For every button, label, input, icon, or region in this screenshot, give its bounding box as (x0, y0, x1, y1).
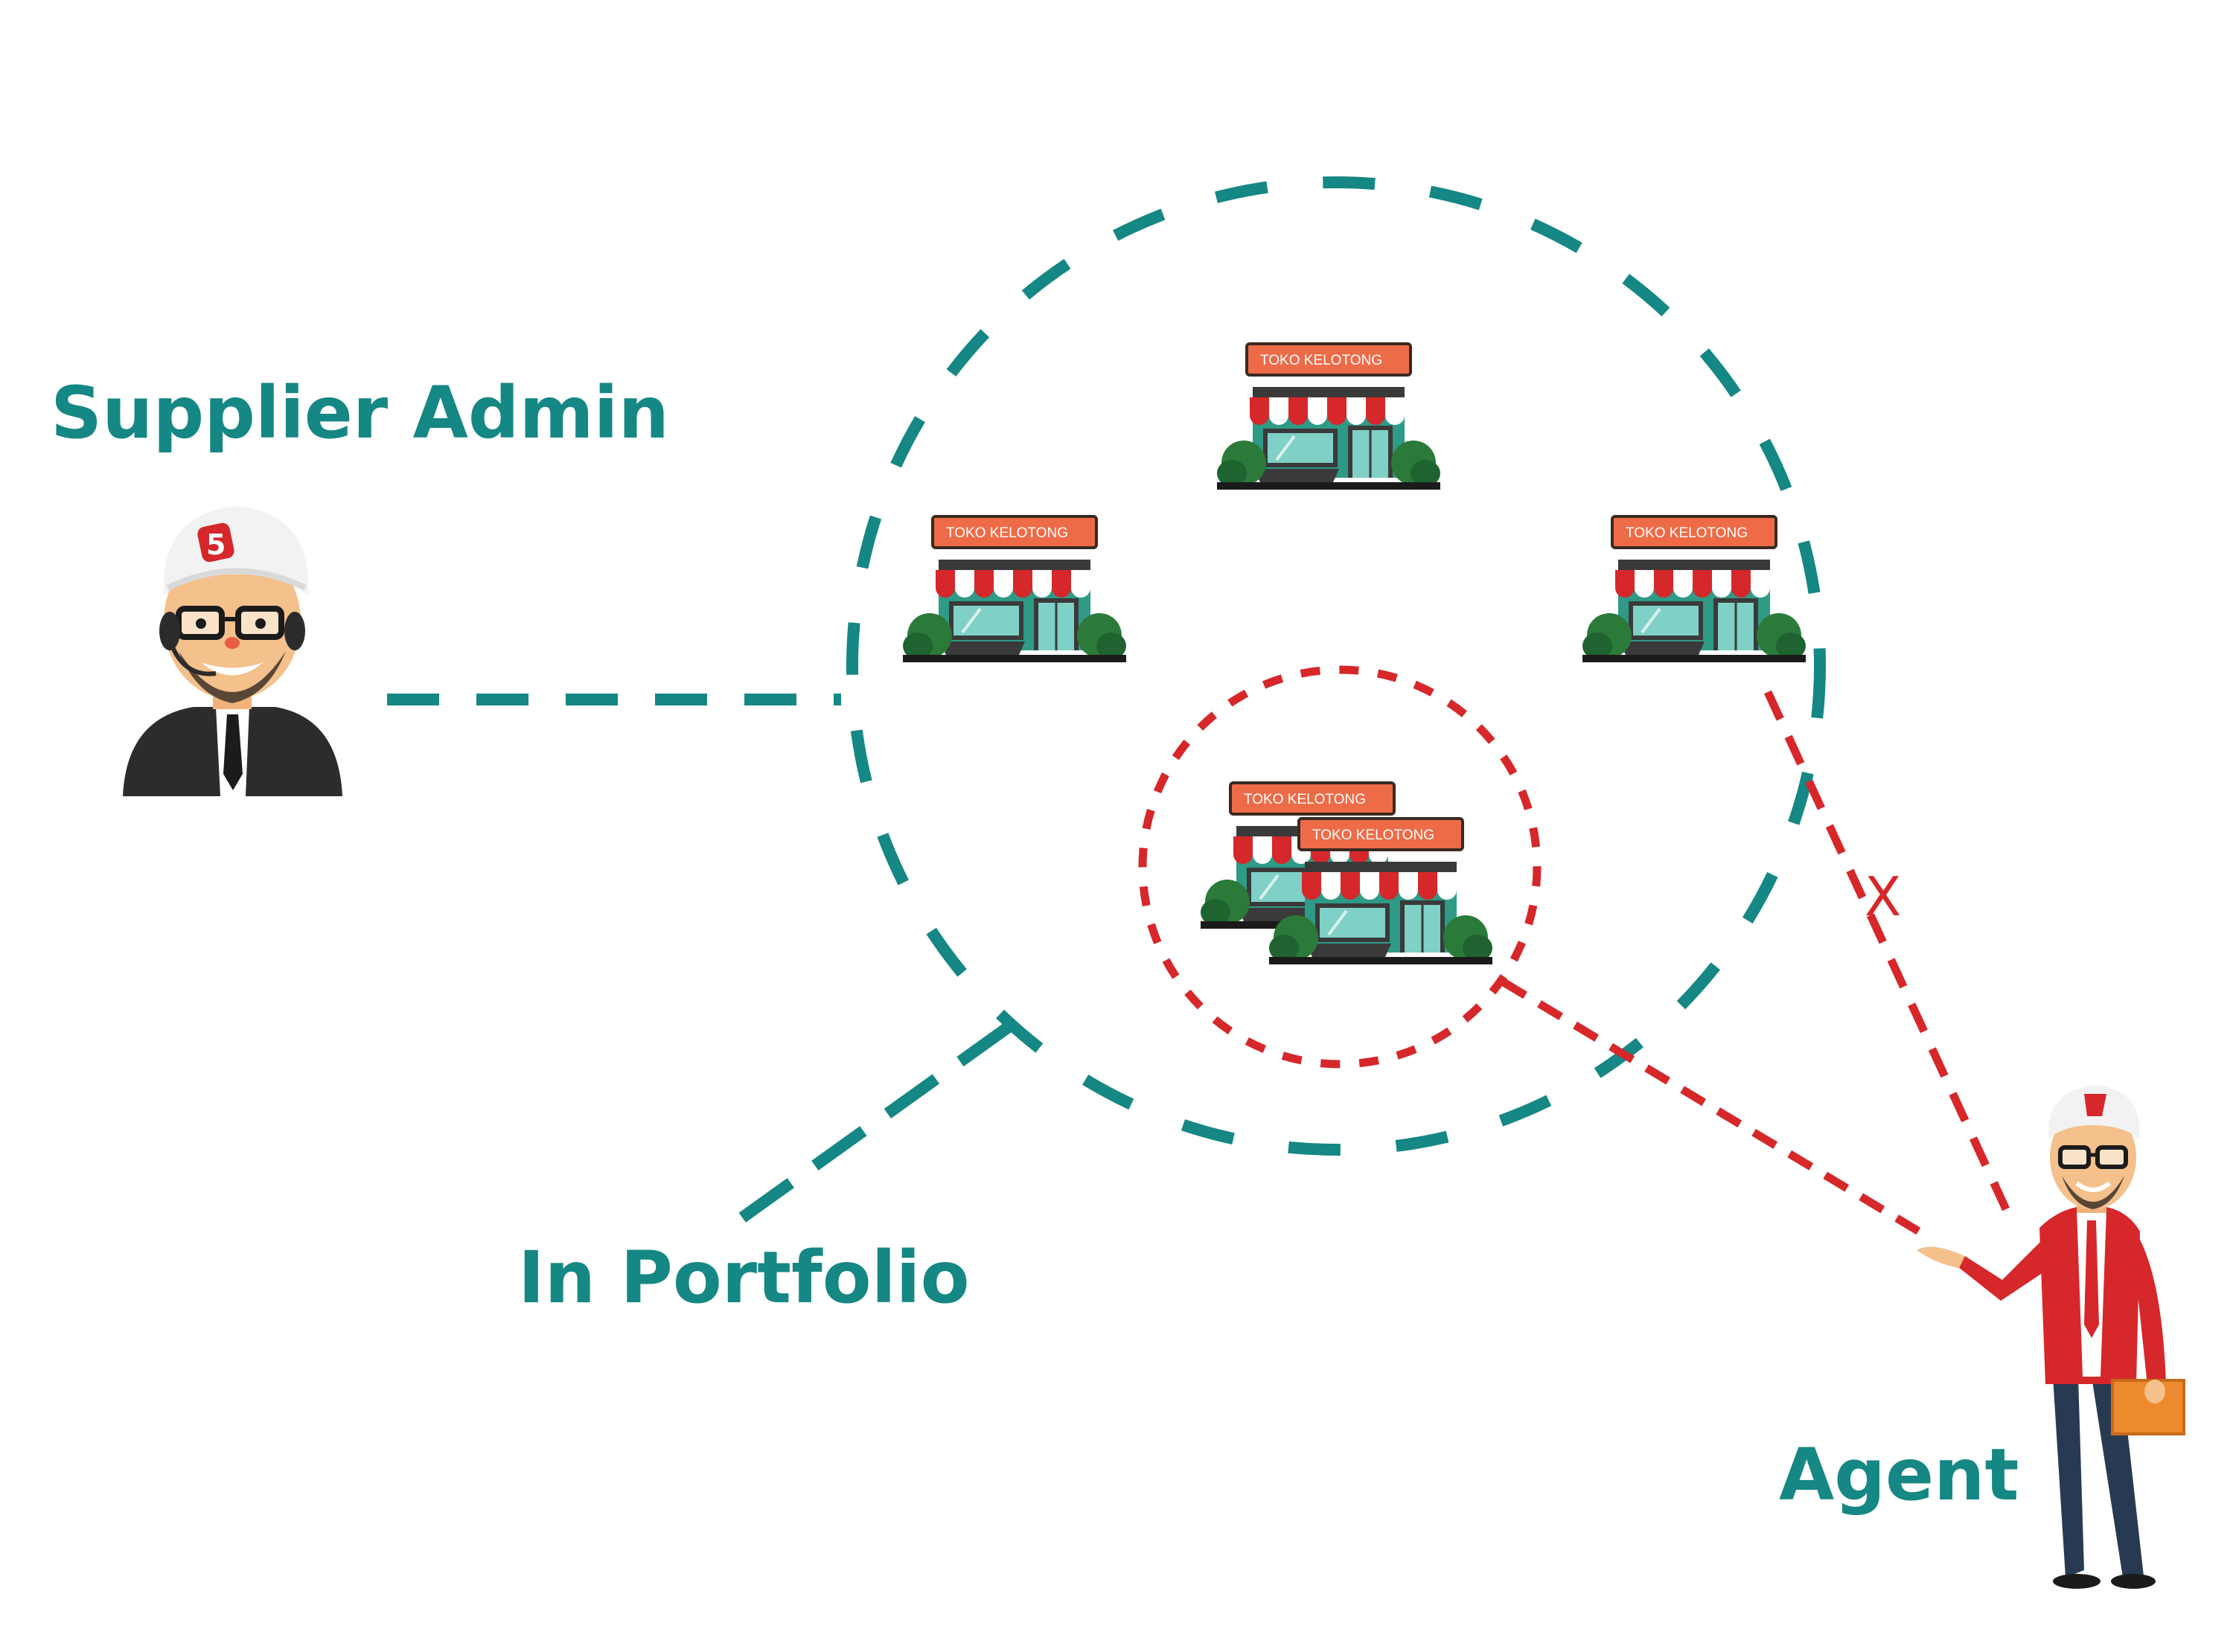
blocked-x-mark: X (1865, 865, 1901, 928)
shop-sign-label: TOKO KELOTONG (1312, 827, 1434, 843)
s-logo-icon: 5 (197, 522, 234, 563)
agent-to-cluster-line (1501, 979, 1934, 1243)
shop-left[interactable]: TOKO KELOTONG (901, 515, 1128, 664)
shop-cluster-back[interactable]: TOKO KELOTONG (1199, 781, 1425, 930)
supplier-admin-label: Supplier Admin (51, 371, 669, 455)
headset-operator-icon: 5 (123, 506, 342, 796)
agent-label: Agent (1779, 1433, 2019, 1517)
shop-sign-label: TOKO KELOTONG (1244, 792, 1366, 807)
portfolio-boundary (846, 176, 1826, 1156)
agent-to-shop-blocked-line (1764, 690, 2010, 1211)
salesperson-icon (1917, 1085, 2185, 1589)
supplier-admin-figure[interactable]: 5 (123, 506, 342, 796)
shop-right[interactable]: TOKO KELOTONG (1581, 515, 1807, 664)
shop-sign-label: TOKO KELOTONG (1626, 525, 1748, 541)
shop-top[interactable]: TOKO KELOTONG (1215, 342, 1442, 491)
in-portfolio-label: In Portfolio (518, 1236, 970, 1319)
agent-coverage-circle (1138, 665, 1542, 1069)
shop-sign-label: TOKO KELOTONG (1260, 353, 1382, 368)
portfolio-pointer-line (729, 1022, 1012, 1229)
svg-text:5: 5 (206, 528, 226, 561)
shop-sign-label: TOKO KELOTONG (946, 525, 1068, 541)
shop-cluster-front[interactable]: TOKO KELOTONG (1268, 817, 1494, 966)
agent-figure[interactable] (1917, 1085, 2185, 1589)
